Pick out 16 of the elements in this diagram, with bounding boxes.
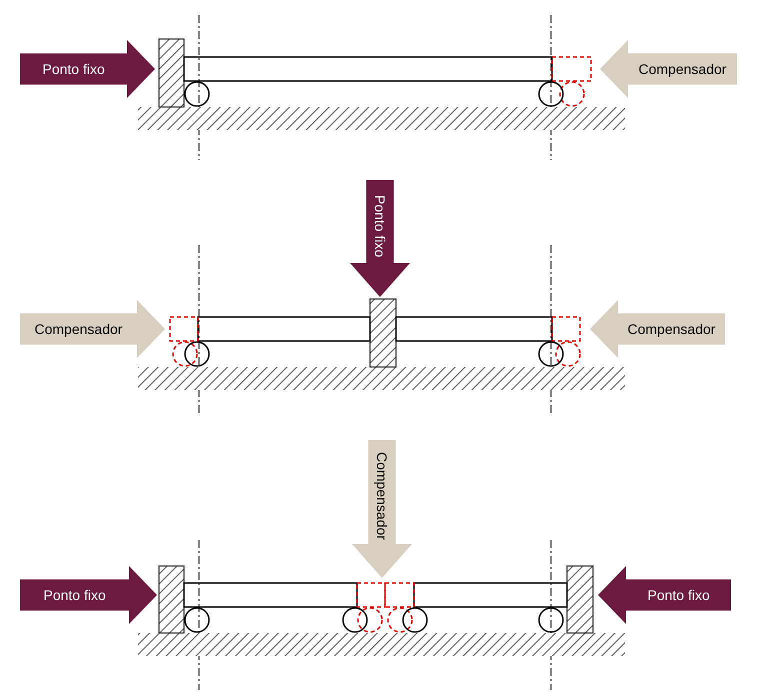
block-arrow — [350, 180, 410, 297]
block-arrow — [20, 300, 165, 358]
block-arrow — [20, 566, 157, 624]
block-arrow — [590, 300, 725, 358]
block-arrow — [600, 40, 737, 98]
arrow-label: Ponto fixo — [648, 587, 710, 603]
arrow-label: Compensador — [34, 321, 122, 337]
arrow-label: Ponto fixo — [44, 587, 106, 603]
block-arrow — [20, 40, 155, 98]
block-arrow — [352, 440, 412, 578]
arrow-label: Compensador — [374, 452, 390, 540]
arrow-label: Ponto fixo — [372, 194, 388, 257]
arrow-label: Ponto fixo — [42, 61, 105, 77]
block-arrow — [598, 566, 731, 624]
arrow-label: Compensador — [628, 321, 716, 337]
arrow-label: Compensador — [638, 61, 726, 77]
